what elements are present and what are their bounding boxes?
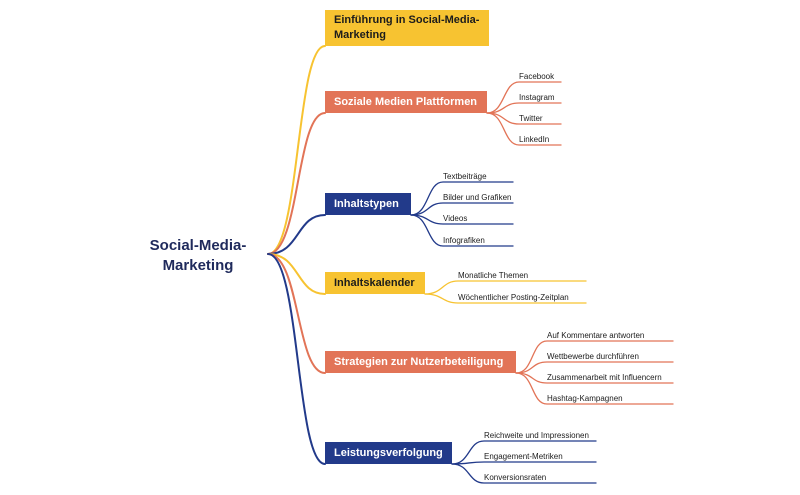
leaf-textbeitraege[interactable]: Textbeiträge <box>443 172 487 181</box>
leaf-connector-3-3 <box>515 372 674 405</box>
root-topic-line-2: Marketing <box>162 257 234 274</box>
leaf-videos[interactable]: Videos <box>443 214 468 223</box>
root-topic-line-1: Social-Media- <box>149 237 247 254</box>
leaf-connector-3-1 <box>515 361 674 374</box>
branch-leistungsverfolgung[interactable]: Leistungsverfolgung <box>325 442 452 464</box>
leaf-konversionsraten[interactable]: Konversionsraten <box>484 473 547 482</box>
branch-einfuehrung[interactable]: Einführung in Social-Media-Marketing <box>325 10 489 46</box>
leaf-connector-1-0 <box>410 181 514 216</box>
leaf-connector-4-0 <box>451 440 597 465</box>
leaf-twitter[interactable]: Twitter <box>519 114 543 123</box>
root-connector-0 <box>267 45 326 255</box>
root-topic[interactable]: Social-Media- Marketing <box>128 236 268 276</box>
leaf-reichweite[interactable]: Reichweite und Impressionen <box>484 431 589 440</box>
leaf-posting-zeitplan[interactable]: Wöchentlicher Posting-Zeitplan <box>458 293 569 302</box>
leaf-connector-4-2 <box>451 463 597 484</box>
leaf-wettbewerbe[interactable]: Wettbewerbe durchführen <box>547 352 639 361</box>
leaf-linkedin[interactable]: LinkedIn <box>519 135 550 144</box>
leaf-facebook[interactable]: Facebook <box>519 72 555 81</box>
leaf-connector-2-1 <box>424 293 587 304</box>
leaf-connector-1-1 <box>410 202 514 216</box>
branch-nutzerbeteiligung[interactable]: Strategien zur Nutzerbeteiligung <box>325 351 516 373</box>
branch-inhaltstypen[interactable]: Inhaltstypen <box>325 193 411 215</box>
leaf-connector-3-0 <box>515 340 674 374</box>
leaf-connector-0-1 <box>486 102 562 114</box>
leaf-connector-1-3 <box>410 214 514 247</box>
leaf-connector-0-0 <box>486 81 562 114</box>
leaf-engagement[interactable]: Engagement-Metriken <box>484 452 563 461</box>
leaf-bilder-grafiken[interactable]: Bilder und Grafiken <box>443 193 512 202</box>
leaf-influencer[interactable]: Zusammenarbeit mit Influencern <box>547 373 662 382</box>
leaf-connector-4-1 <box>451 461 597 465</box>
leaf-instagram[interactable]: Instagram <box>519 93 555 102</box>
branch-inhaltskalender[interactable]: Inhaltskalender <box>325 272 425 294</box>
root-connector-2 <box>267 214 326 255</box>
leaf-infografiken[interactable]: Infografiken <box>443 236 485 245</box>
leaf-connector-2-0 <box>424 280 587 295</box>
leaf-monatliche-themen[interactable]: Monatliche Themen <box>458 271 529 280</box>
root-connector-4 <box>267 253 326 374</box>
root-connector-5 <box>267 253 326 465</box>
root-connector-3 <box>267 253 326 295</box>
root-connector-1 <box>267 112 326 255</box>
branch-plattformen[interactable]: Soziale Medien Plattformen <box>325 91 487 113</box>
leaf-hashtag[interactable]: Hashtag-Kampagnen <box>547 394 623 403</box>
leaf-connector-0-3 <box>486 112 562 146</box>
leaf-kommentare[interactable]: Auf Kommentare antworten <box>547 331 645 340</box>
